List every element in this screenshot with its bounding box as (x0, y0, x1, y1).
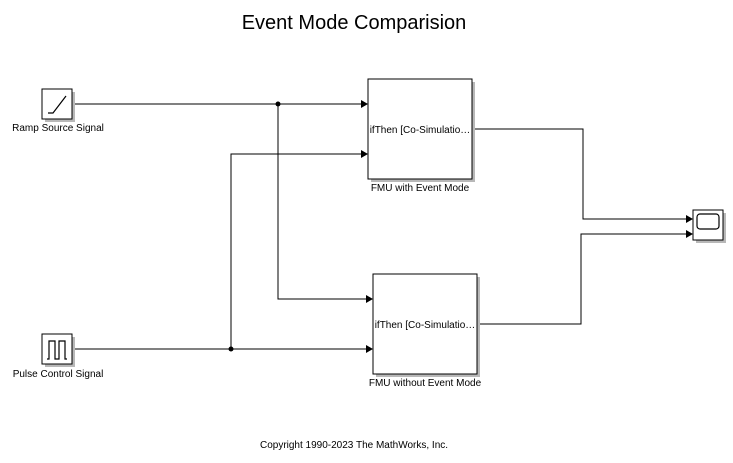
pulse-block-label: Pulse Control Signal (13, 369, 104, 380)
fmu-event-block[interactable]: ifThen [Co-Simulatio… (367, 78, 475, 182)
wire-fmu-no-event-to-scope[interactable] (477, 233, 688, 325)
scope-icon (696, 213, 720, 230)
scope-block[interactable] (692, 209, 726, 243)
arrowhead-fmu-no-event-in1 (366, 295, 373, 303)
branch-point-ramp (275, 101, 281, 107)
arrowhead-scope-in2 (686, 230, 693, 238)
wire-fmu-event-to-scope[interactable] (472, 128, 688, 220)
ramp-block[interactable] (41, 88, 75, 122)
fmu-event-block-label: FMU with Event Mode (371, 183, 470, 194)
fmu-no-event-block-label: FMU without Event Mode (369, 378, 482, 389)
wire-pulse-branch-to-fmu-event[interactable] (230, 153, 363, 349)
signal-wires (73, 103, 688, 350)
ramp-block-label: Ramp Source Signal (12, 123, 104, 134)
arrowhead-fmu-no-event-in2 (366, 345, 373, 353)
ramp-icon (48, 95, 67, 114)
branch-point-pulse (228, 346, 234, 352)
arrowhead-scope-in1 (686, 215, 693, 223)
arrowhead-fmu-event-in2 (361, 150, 368, 158)
fmu-event-block-text: ifThen [Co-Simulatio… (370, 125, 471, 136)
wire-ramp-branch-to-fmu-no-event[interactable] (277, 104, 368, 300)
pulse-icon (47, 340, 67, 360)
arrowheads (361, 100, 693, 353)
pulse-block[interactable] (41, 333, 75, 367)
copyright-text: Copyright 1990-2023 The MathWorks, Inc. (260, 440, 448, 451)
diagram-title: Event Mode Comparision (242, 12, 467, 34)
arrowhead-fmu-event-in1 (361, 100, 368, 108)
fmu-no-event-block-text: ifThen [Co-Simulatio… (375, 320, 476, 331)
fmu-no-event-block[interactable]: ifThen [Co-Simulatio… (372, 273, 480, 377)
